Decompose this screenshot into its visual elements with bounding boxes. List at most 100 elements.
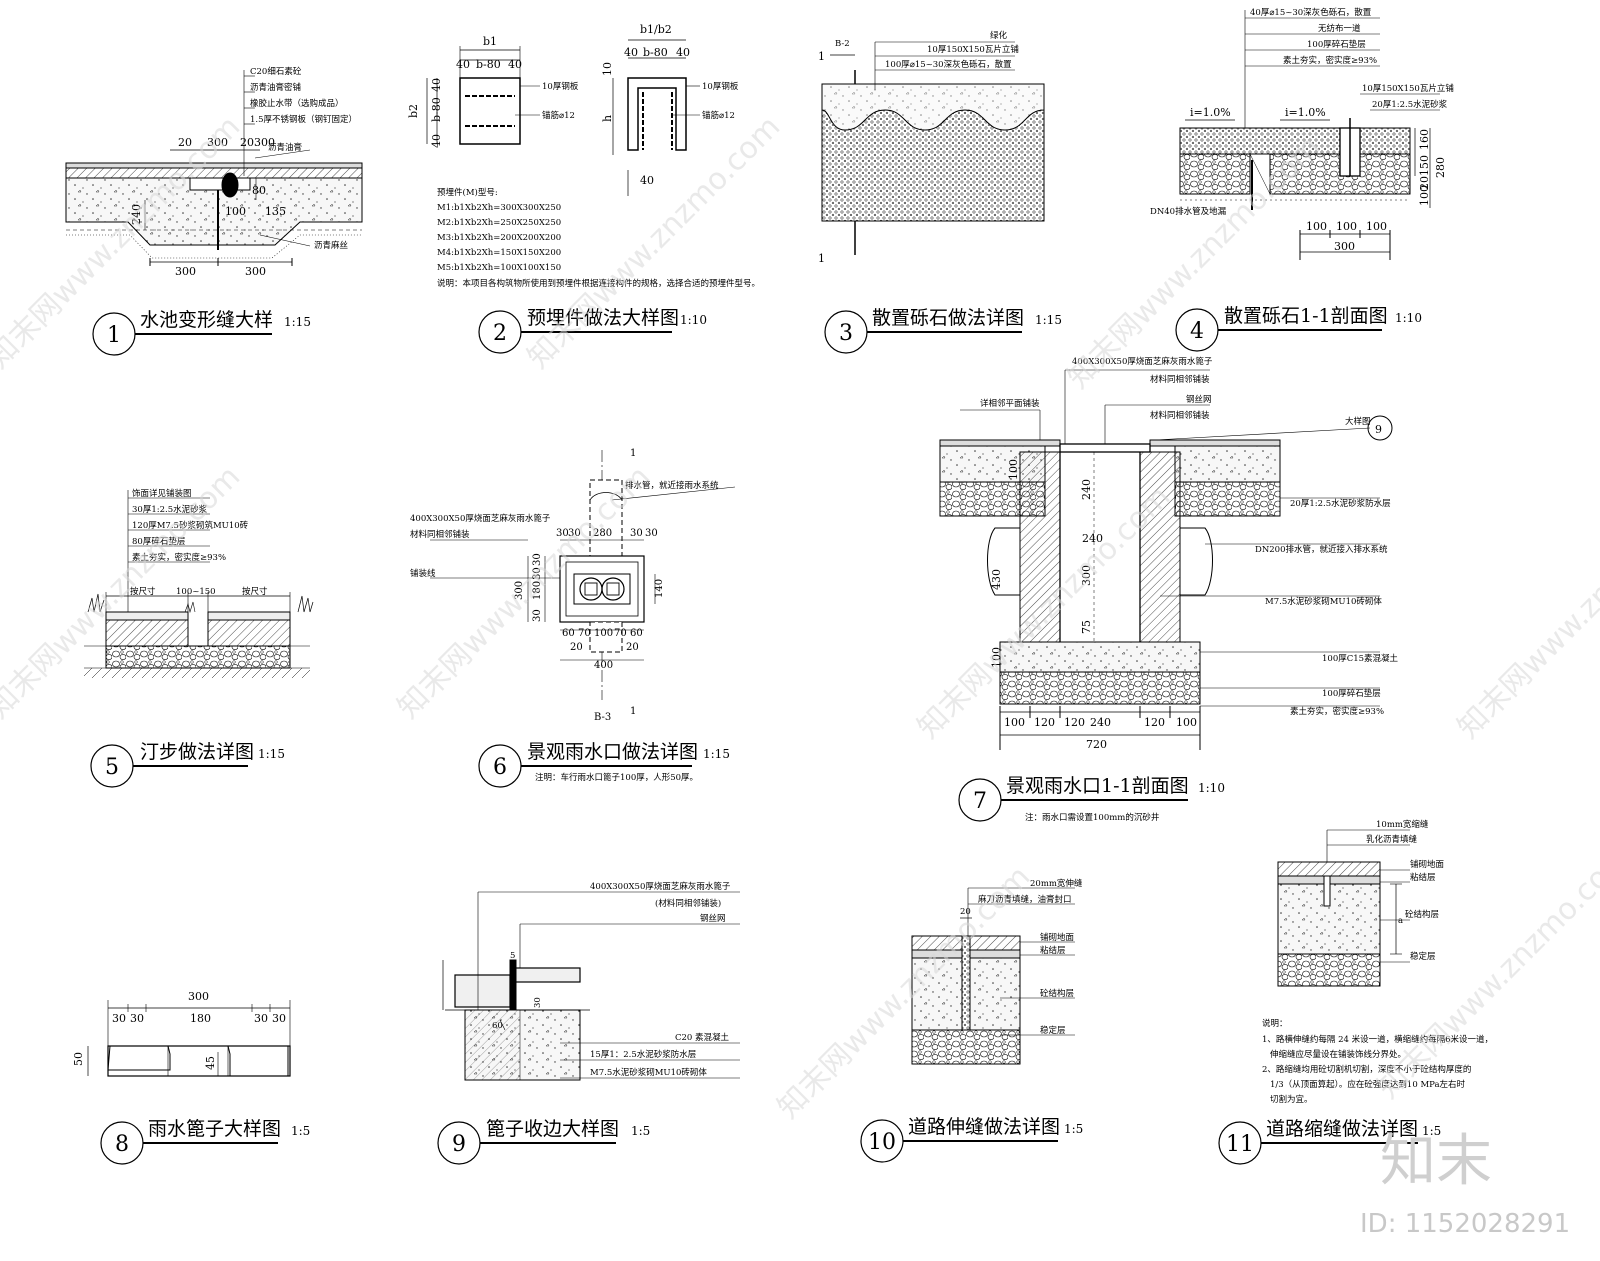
dim: 80 (252, 184, 266, 197)
dim: 20 (1418, 176, 1431, 190)
detail-title: 景观雨水口1-1剖面图 (1006, 775, 1189, 797)
dim: 100 (1004, 716, 1025, 729)
dim: 100 (594, 628, 613, 639)
slope: i=1.0% (1285, 106, 1326, 119)
dim: 300 (514, 581, 525, 600)
detail-number: 7 (973, 789, 987, 814)
detail-number: 5 (105, 755, 119, 780)
dim: 60 (630, 628, 643, 639)
title-block-3: 3 散置砾石做法详图 1:15 (824, 307, 1062, 354)
detail-title: 道路缩缝做法详图 (1266, 1118, 1418, 1140)
note: 20厚1:2.5水泥砂浆 (1372, 99, 1448, 110)
dim: 30 (533, 997, 543, 1008)
dim: 30 (645, 528, 658, 539)
dim: 50 (72, 1052, 85, 1066)
dim: 100 (1306, 220, 1327, 233)
dim: b-80 (476, 58, 501, 71)
dim: a (1398, 916, 1403, 926)
dim: 75 (1080, 620, 1093, 634)
table-row: M4:b1Xb2Xh=150X150X200 (437, 248, 561, 258)
dim: 120 (1034, 716, 1055, 729)
detail-title: 预埋件做法大样图 (527, 307, 679, 329)
dim: 40 (624, 46, 638, 59)
dim: 40 (676, 46, 690, 59)
section-mark: 1 (818, 50, 825, 63)
title-block-5: 5 汀步做法详图 1:15 (90, 741, 285, 788)
dim: 135 (265, 205, 286, 218)
dim: 120 (1064, 716, 1085, 729)
dim: b-80 (643, 46, 668, 59)
detail-6-dims: 30 30 280 30 30 30 30 180 30 300 140 60 … (514, 448, 665, 723)
dim: 40 (456, 58, 470, 71)
dim: 100 (990, 647, 1003, 668)
dim: 30 (272, 1012, 286, 1025)
dim: 20 (960, 907, 971, 917)
detail-title: 雨水篦子大样图 (148, 1118, 281, 1140)
note: 橡胶止水带（选购成品） (250, 98, 344, 109)
detail-scale: 1:15 (284, 315, 311, 329)
remark-line: 2、路缩缝均用砼切割机切割，深度不小于砼结构厚度的 (1262, 1064, 1471, 1075)
table-row: M2:b1Xb2Xh=250X250X250 (437, 218, 561, 228)
title-block-9: 9 篦子收边大样图 1:5 (437, 1118, 650, 1165)
detail-number: 6 (493, 755, 507, 780)
slope: i=1.0% (1190, 106, 1231, 119)
dim: 40 (430, 134, 443, 148)
note: 100厚碎石垫层 (1322, 688, 1381, 699)
note: C20 素混凝土 (675, 1032, 730, 1043)
dim: 70 (578, 628, 591, 639)
dim: 240 (1080, 479, 1093, 500)
note: 30厚1:2.5水泥砂浆 (132, 504, 208, 515)
detail-5-notes: 饰面详见铺装图 30厚1:2.5水泥砂浆 120厚M7.5砂浆砌筑MU10砖 8… (130, 488, 268, 597)
note: M7.5水泥砂浆砌MU10砖砌体 (590, 1067, 707, 1078)
section-mark: B-3 (594, 712, 611, 723)
title-block-10: 10 道路伸缝做法详图 1:5 (860, 1116, 1083, 1163)
note: 粘结层 (1410, 872, 1436, 883)
dim: 100 (1176, 716, 1197, 729)
detail-scale: 1:10 (680, 313, 707, 327)
detail-2-dims: b1 40 b-80 40 b2 40 b-80 40 b1/b2 40 b-8… (407, 23, 690, 187)
note: 大样图 (1345, 416, 1371, 427)
dim: 100 (225, 205, 246, 218)
note: 绿化 (990, 30, 1008, 41)
note: 素土夯实，密实度≥93% (1290, 706, 1384, 717)
dim: 150 (1418, 155, 1431, 176)
detail-4-dims: i=1.0% i=1.0% 100 100 100 300 160 150 28… (1190, 106, 1447, 253)
detail-scale: 1:5 (631, 1124, 650, 1138)
dim: 280 (593, 528, 612, 539)
dim: 300 (254, 136, 275, 149)
detail-3-marks: 1 1 (818, 50, 825, 265)
dim: 300 (1334, 240, 1355, 253)
detail-number: 9 (452, 1132, 466, 1157)
dim: 30 (112, 1012, 126, 1025)
note: 沥青油膏 (268, 142, 302, 153)
dim: 30 (532, 609, 543, 622)
detail-title: 景观雨水口做法详图 (527, 741, 698, 763)
detail-scale: 1:15 (703, 747, 730, 761)
table-row: M1:b1Xb2Xh=300X300X250 (437, 203, 561, 213)
detail-3-drawing (821, 41, 1045, 255)
detail-scale: 1:5 (1422, 1124, 1441, 1138)
note: 材料同相邻铺装 (410, 529, 470, 540)
detail-title: 散置砾石做法详图 (872, 307, 1024, 329)
note: 10厚150X150瓦片立铺 (927, 44, 1019, 55)
note: 15厚1：2.5水泥砂浆防水层 (590, 1049, 696, 1060)
note: 120厚M7.5砂浆砌筑MU10砖 (132, 520, 249, 531)
note: 无纺布一道 (1318, 23, 1361, 34)
note: 材料同相邻铺装 (1150, 374, 1210, 385)
note: 100厚碎石垫层 (1307, 39, 1366, 50)
note: (材料同相邻铺装) (655, 898, 721, 909)
note: 详相邻平面铺装 (980, 398, 1040, 409)
note: DN40排水管及地漏 (1150, 206, 1227, 217)
detail-11-notes: 10mm宽缩缝 乳化沥青填缝 铺砌地面 粘结层 砼结构层 稳定层 a 说明： 1… (1262, 819, 1493, 1105)
detail-1-drawing (65, 70, 363, 266)
dim: b1 (483, 35, 497, 48)
note: 锚筋⌀12 (702, 110, 735, 121)
detail-6-drawing (430, 450, 736, 700)
dim: 40 (430, 78, 443, 92)
note: 20mm宽伸缝 (1030, 878, 1083, 889)
detail-title: 散置砾石1-1剖面图 (1224, 305, 1388, 327)
note: 沥青油膏密铺 (250, 82, 302, 93)
dim: 30 (130, 1012, 144, 1025)
dim: 40 (640, 174, 654, 187)
